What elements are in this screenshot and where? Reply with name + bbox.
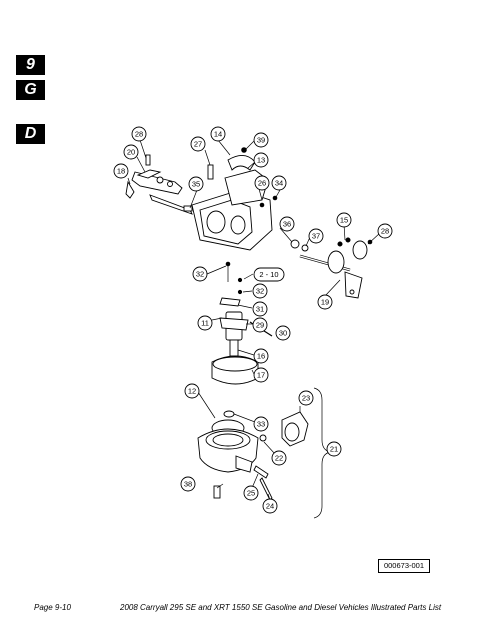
svg-text:28: 28: [135, 130, 143, 139]
shaft-assembly: [290, 237, 373, 299]
callout-16: 16: [253, 348, 269, 364]
callout-22: 22: [271, 450, 287, 466]
callout-13: 13: [253, 152, 269, 168]
footer-page-number: Page 9-10: [34, 603, 71, 612]
svg-text:23: 23: [302, 394, 310, 403]
callout-14: 14: [210, 126, 226, 142]
throttle-lever-assembly: [125, 154, 193, 215]
svg-text:2 - 10: 2 - 10: [259, 270, 278, 279]
screws-column: [225, 261, 243, 295]
callout-11: 11: [197, 315, 213, 331]
subsection-letter-tab: D: [16, 124, 45, 144]
callout-25: 25: [243, 485, 259, 501]
callout-29: 29: [252, 317, 268, 333]
callout-28-plate: 28: [377, 223, 393, 239]
svg-text:17: 17: [257, 371, 265, 380]
figure-id-box: 000673-001: [378, 559, 430, 573]
callout-15: 15: [336, 212, 352, 228]
svg-text:35: 35: [192, 180, 200, 189]
callout-39: 39: [253, 132, 269, 148]
callout-35: 35: [188, 176, 204, 192]
svg-text:32: 32: [196, 270, 204, 279]
section-number-tab: 9: [16, 55, 45, 75]
callout-21: 21: [326, 441, 342, 457]
svg-text:20: 20: [127, 148, 135, 157]
float-bowl-assembly: [197, 387, 331, 519]
svg-text:14: 14: [214, 130, 222, 139]
callout-20: 20: [123, 144, 139, 160]
svg-text:30: 30: [279, 329, 287, 338]
callout-28-lever: 28: [131, 126, 147, 142]
carburetor-body: [183, 147, 278, 251]
section-letter-tab: G: [16, 80, 45, 100]
svg-text:34: 34: [275, 179, 283, 188]
svg-text:33: 33: [257, 420, 265, 429]
callout-38: 38: [180, 476, 196, 492]
svg-text:18: 18: [117, 167, 125, 176]
callout-2-10: 2 - 10: [253, 267, 285, 282]
callout-17: 17: [253, 367, 269, 383]
callout-36: 36: [279, 216, 295, 232]
footer-document-title: 2008 Carryall 295 SE and XRT 1550 SE Gas…: [120, 603, 442, 612]
svg-text:16: 16: [257, 352, 265, 361]
callout-34: 34: [271, 175, 287, 191]
callout-12: 12: [184, 383, 200, 399]
svg-text:21: 21: [330, 445, 338, 454]
callout-23: 23: [298, 390, 314, 406]
callout-18: 18: [113, 163, 129, 179]
svg-text:24: 24: [266, 502, 274, 511]
svg-text:31: 31: [256, 305, 264, 314]
svg-text:25: 25: [247, 489, 255, 498]
svg-text:13: 13: [257, 156, 265, 165]
svg-text:19: 19: [321, 298, 329, 307]
svg-text:36: 36: [283, 220, 291, 229]
svg-text:22: 22: [275, 454, 283, 463]
svg-text:39: 39: [257, 136, 265, 145]
callout-30: 30: [275, 325, 291, 341]
callout-32-left: 32: [192, 266, 208, 282]
svg-text:15: 15: [340, 216, 348, 225]
svg-text:32: 32: [256, 287, 264, 296]
svg-text:29: 29: [256, 321, 264, 330]
svg-text:12: 12: [188, 387, 196, 396]
callout-27: 27: [190, 136, 206, 152]
svg-text:11: 11: [201, 319, 209, 328]
callout-37: 37: [308, 228, 324, 244]
callout-31: 31: [252, 301, 268, 317]
callout-33: 33: [253, 416, 269, 432]
callout-24: 24: [262, 498, 278, 514]
svg-text:38: 38: [184, 480, 192, 489]
svg-text:27: 27: [194, 140, 202, 149]
svg-text:37: 37: [312, 232, 320, 241]
svg-text:26: 26: [258, 179, 266, 188]
callout-19: 19: [317, 294, 333, 310]
callout-32-right: 32: [252, 283, 268, 299]
svg-text:28: 28: [381, 227, 389, 236]
callout-26: 26: [254, 175, 270, 191]
